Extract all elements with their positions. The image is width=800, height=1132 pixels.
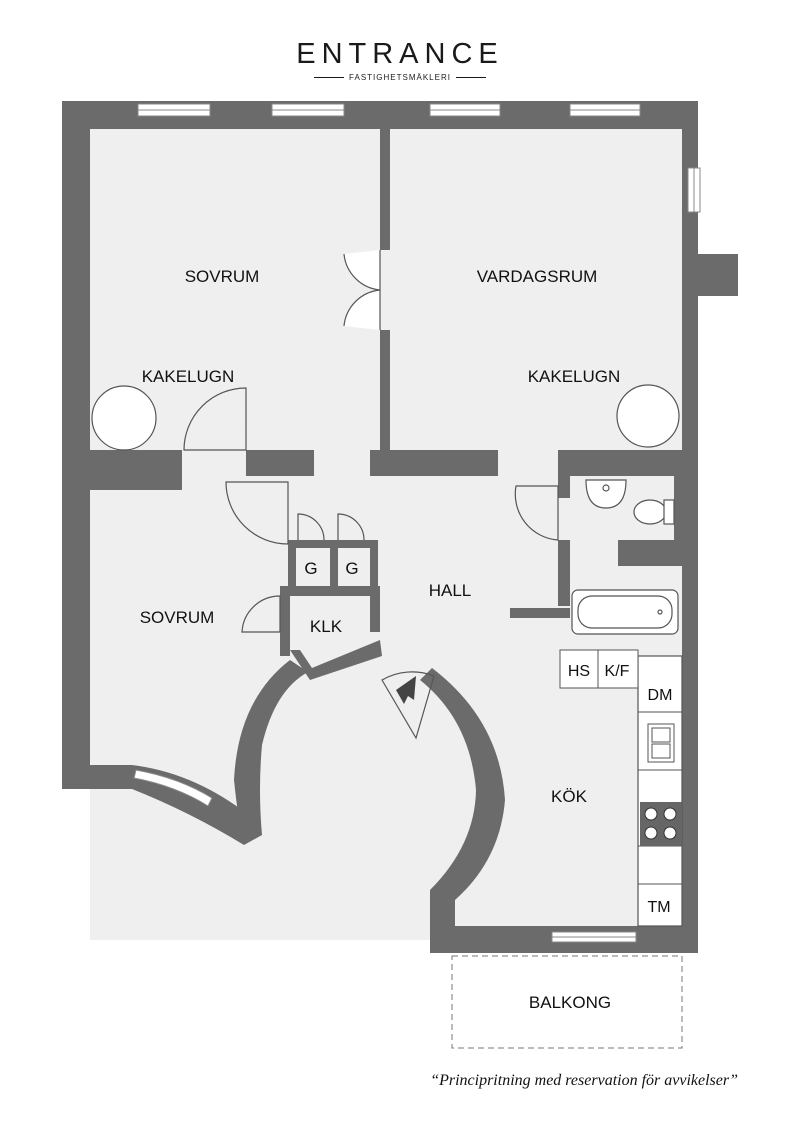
doors: [183, 250, 559, 740]
room-label-tm: TM: [647, 899, 670, 916]
room-label-hall: HALL: [429, 581, 472, 600]
room-label-balkong: BALKONG: [529, 993, 611, 1012]
windows: [133, 103, 701, 943]
room-label-klk: KLK: [310, 617, 343, 636]
room-label-g1: G: [304, 559, 317, 578]
room-label-sovrum-top: SOVRUM: [185, 267, 260, 286]
room-label-sovrum-bottom: SOVRUM: [140, 608, 215, 627]
brand-name: ENTRANCE: [296, 38, 504, 70]
brand-subtitle: FASTIGHETSMÄKLERI: [349, 73, 451, 82]
room-labels: SOVRUM VARDAGSRUM KAKELUGN KAKELUGN SOVR…: [140, 267, 673, 1012]
balcony-outline: [451, 955, 683, 1049]
kitchen: [559, 649, 683, 927]
exterior-walls: [62, 101, 738, 953]
brand-subtitle-row: FASTIGHETSMÄKLERI: [0, 73, 800, 82]
room-label-kf: K/F: [605, 663, 630, 680]
room-label-hs: HS: [568, 663, 590, 680]
room-label-g2: G: [345, 559, 358, 578]
room-label-kok: KÖK: [551, 787, 588, 806]
bathroom-fixtures: [571, 479, 679, 635]
stove-icon: [640, 802, 682, 846]
brand-rule-right: [455, 77, 486, 78]
disclaimer-text: “Principritning med reservation för avvi…: [430, 1072, 738, 1089]
sink-icon: [585, 479, 627, 509]
brand-logo: ENTRANCE FASTIGHETSMÄKLERI: [0, 38, 800, 82]
room-label-vardagsrum: VARDAGSRUM: [477, 267, 598, 286]
toilet-icon: [633, 499, 667, 525]
kakelugn-icons: [91, 384, 680, 451]
interior-walls: [62, 128, 698, 680]
room-label-kakelugn-right: KAKELUGN: [528, 367, 621, 386]
room-label-dm: DM: [648, 687, 673, 704]
brand-rule-left: [314, 77, 345, 78]
entrance-arrow-icon: [396, 676, 416, 708]
room-label-kakelugn-left: KAKELUGN: [142, 367, 235, 386]
